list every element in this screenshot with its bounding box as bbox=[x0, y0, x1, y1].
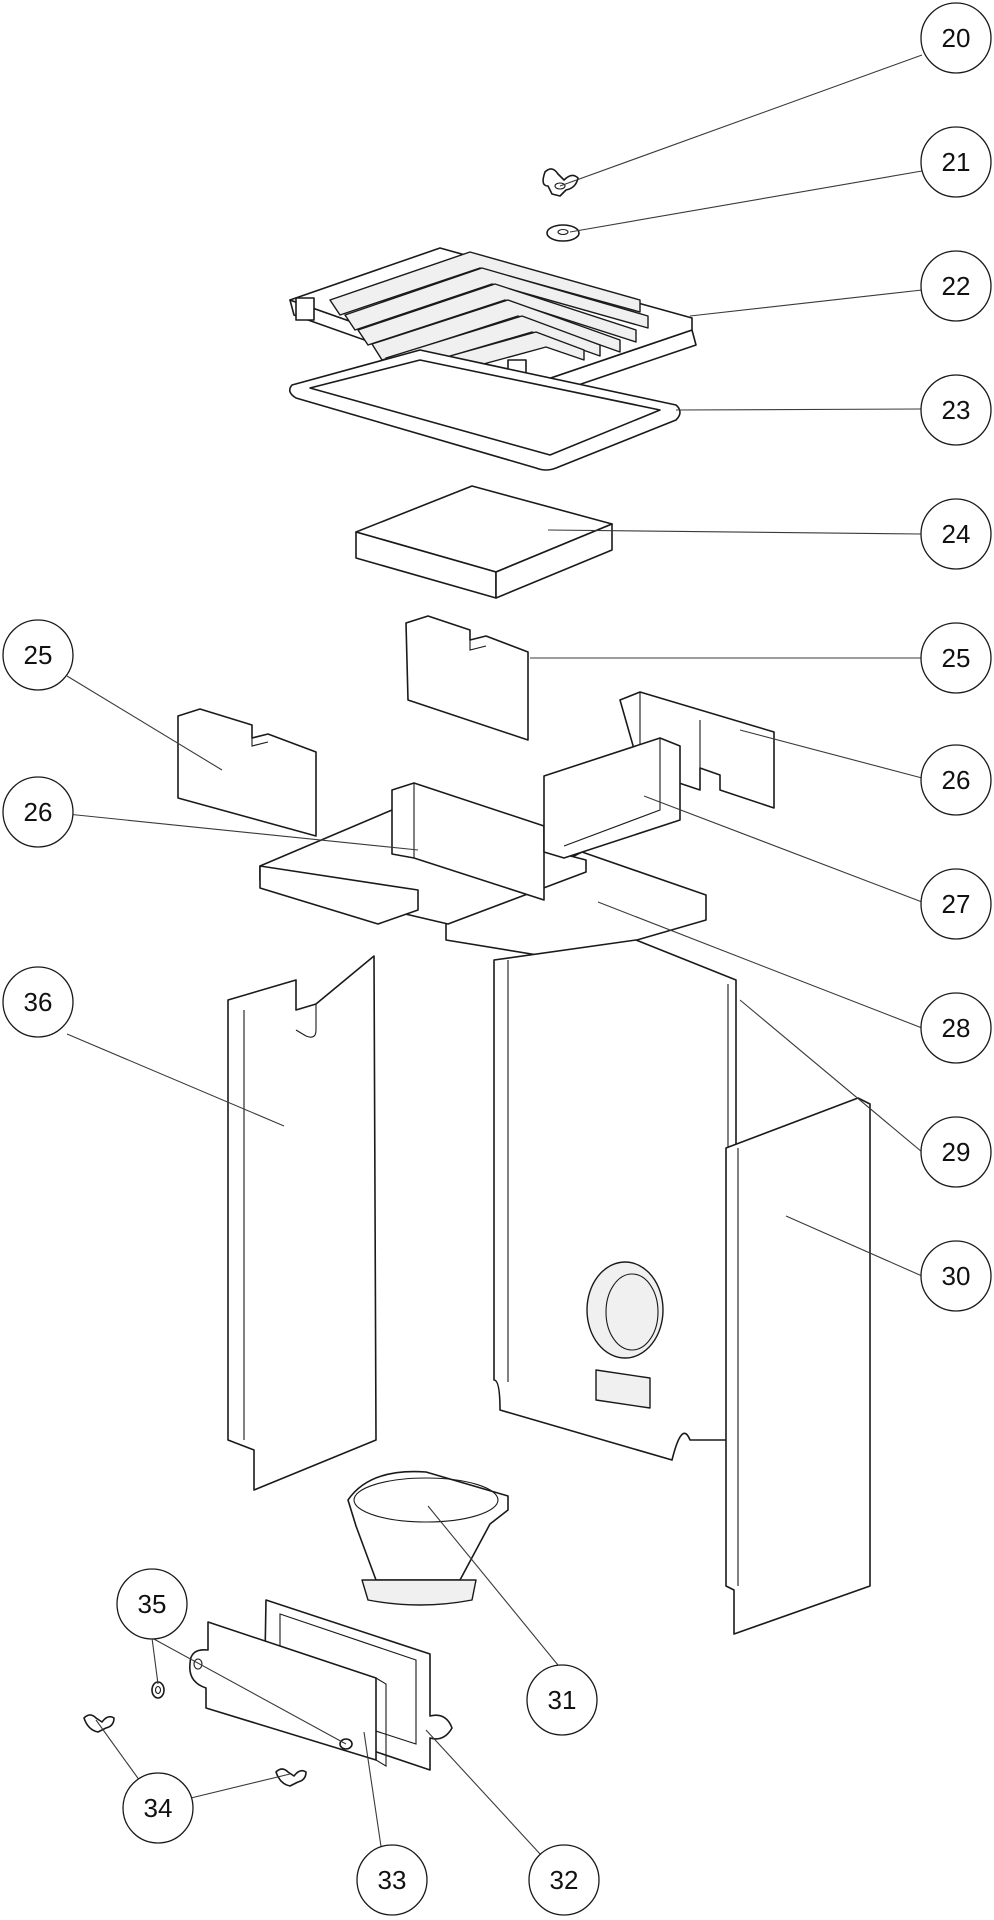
callout-23: 23 bbox=[920, 374, 992, 446]
callout-label: 30 bbox=[942, 1261, 971, 1291]
callout-24: 24 bbox=[920, 498, 992, 570]
part-27-brick bbox=[543, 737, 681, 859]
callout-label: 24 bbox=[942, 519, 971, 549]
callout-33: 33 bbox=[356, 1844, 428, 1916]
callout-label: 21 bbox=[942, 147, 971, 177]
callout-label: 26 bbox=[24, 797, 53, 827]
part-34-wing-nuts bbox=[83, 1714, 307, 1787]
callout-label: 25 bbox=[942, 643, 971, 673]
callout-25-left: 25 bbox=[2, 619, 74, 691]
callout-21: 21 bbox=[920, 126, 992, 198]
callout-label: 31 bbox=[548, 1685, 577, 1715]
leader-lines bbox=[66, 54, 923, 1881]
callout-20: 20 bbox=[920, 2, 992, 74]
callout-label: 29 bbox=[942, 1137, 971, 1167]
callout-26-left: 26 bbox=[2, 776, 74, 848]
callout-label: 28 bbox=[942, 1013, 971, 1043]
part-36-left-panel bbox=[227, 955, 377, 1491]
callout-32: 32 bbox=[528, 1844, 600, 1916]
callout-26-right: 26 bbox=[920, 744, 992, 816]
callout-22: 22 bbox=[920, 250, 992, 322]
part-20-wing-nut bbox=[542, 168, 579, 197]
part-25-upper-brick bbox=[405, 615, 529, 741]
callout-label: 20 bbox=[942, 23, 971, 53]
part-35-small-washer bbox=[151, 1681, 165, 1699]
part-28-base-plate bbox=[259, 809, 707, 961]
callout-35: 35 bbox=[116, 1568, 188, 1640]
callout-36: 36 bbox=[2, 966, 74, 1038]
callout-label: 23 bbox=[942, 395, 971, 425]
part-21-washer bbox=[546, 224, 580, 242]
part-31-burner-pot bbox=[347, 1470, 509, 1606]
part-26-center-brick bbox=[391, 782, 545, 901]
callout-label: 32 bbox=[550, 1865, 579, 1895]
part-29-rear-panel bbox=[493, 939, 737, 1461]
callout-28: 28 bbox=[920, 992, 992, 1064]
callout-label: 25 bbox=[24, 640, 53, 670]
callout-29: 29 bbox=[920, 1116, 992, 1188]
part-33-door-plate bbox=[189, 1621, 387, 1767]
callout-label: 36 bbox=[24, 987, 53, 1017]
callout-30: 30 bbox=[920, 1240, 992, 1312]
part-30-right-panel bbox=[725, 1097, 871, 1635]
callout-label: 35 bbox=[138, 1589, 167, 1619]
callout-label: 26 bbox=[942, 765, 971, 795]
callout-label: 34 bbox=[144, 1793, 173, 1823]
callout-label: 22 bbox=[942, 271, 971, 301]
callout-34: 34 bbox=[122, 1772, 194, 1844]
callout-label: 33 bbox=[378, 1865, 407, 1895]
callout-25-right: 25 bbox=[920, 622, 992, 694]
part-24-insulation-block bbox=[355, 485, 613, 599]
callout-31: 31 bbox=[526, 1664, 598, 1736]
part-25-left-brick bbox=[177, 708, 317, 837]
callout-label: 27 bbox=[942, 889, 971, 919]
callout-27: 27 bbox=[920, 868, 992, 940]
